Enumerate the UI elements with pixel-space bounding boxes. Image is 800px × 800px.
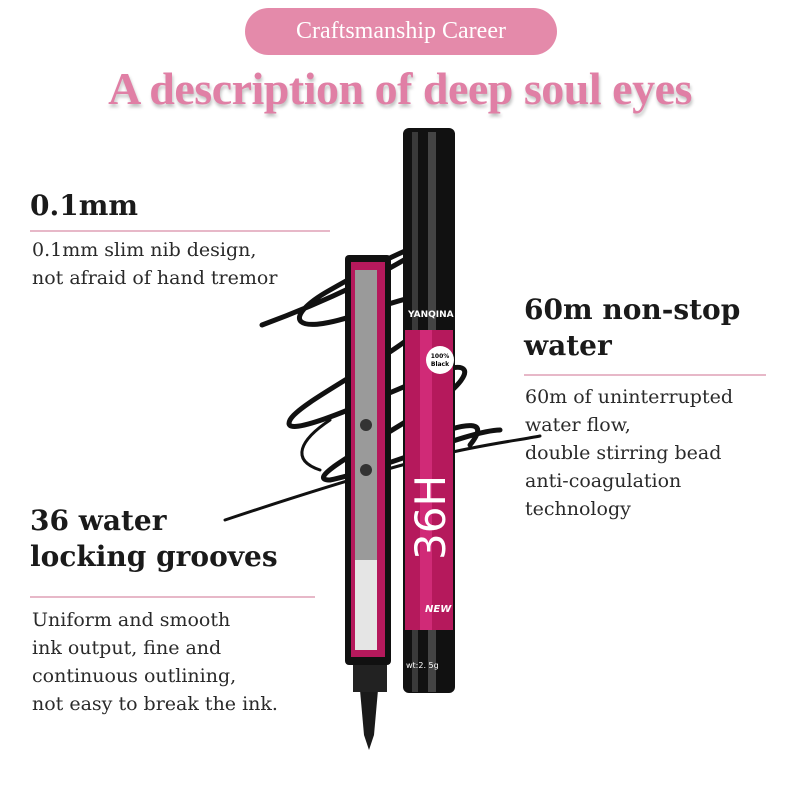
model-text: 36H [406,475,455,560]
feature-heading-nib: 0.1mm [30,189,138,222]
feature-heading-grooves: 36 water locking grooves [30,504,278,573]
feature-text-nib: 0.1mm slim nib design, not afraid of han… [32,239,278,289]
black-label: 100% [431,353,450,360]
svg-text:Black: Black [431,361,450,368]
divider [30,230,330,232]
open-eyeliner-pen [345,255,391,750]
feature-heading-water: 60m non-stop water [524,293,741,362]
capped-eyeliner-pen: 100% Black 36H YANQINA NEW wt:2. 5g [403,128,455,693]
category-badge: Craftsmanship Career [245,8,557,55]
page-title: A description of deep soul eyes [108,63,692,114]
new-badge: NEW [425,604,452,615]
feature-text-water: 60m of uninterrupted water flow, double … [525,386,734,520]
divider [30,596,315,598]
divider [524,374,766,376]
weight-text: wt:2. 5g [406,661,439,670]
feature-text-grooves: Uniform and smooth ink output, fine and … [32,609,278,715]
brand-text: YANQINA [407,310,454,320]
